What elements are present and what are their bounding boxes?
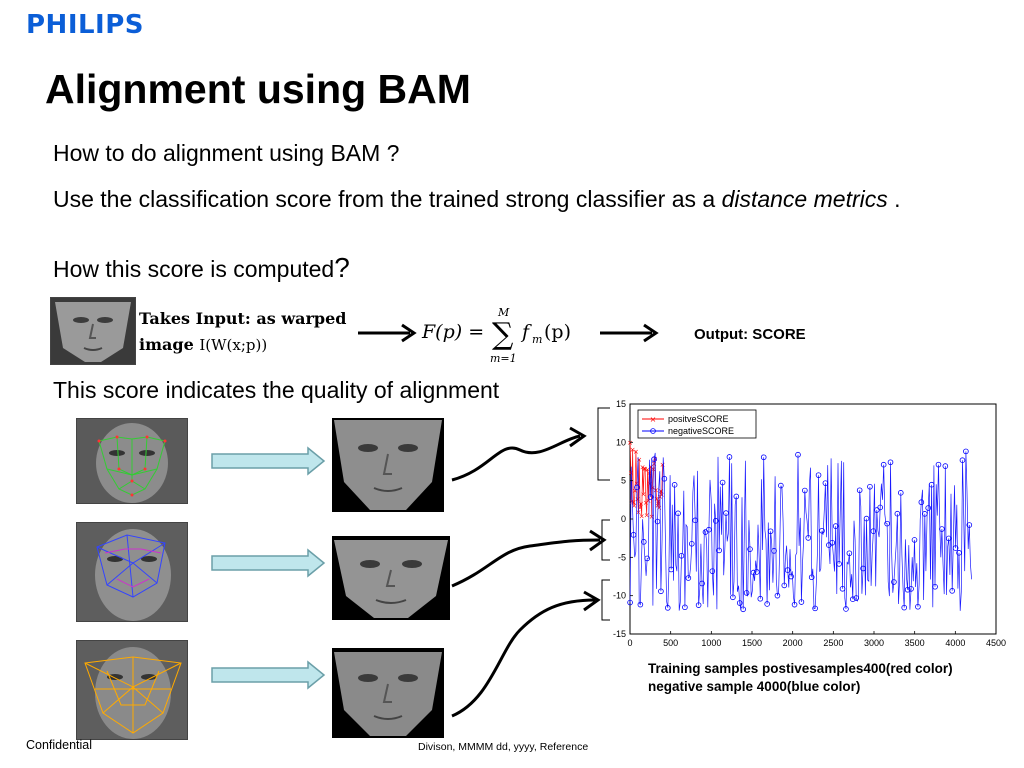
score-chart: ××××××××××××××××××××××××××××××××××××××××… bbox=[613, 399, 1006, 648]
y-tick-label: 5 bbox=[621, 476, 626, 486]
block-arrow-icon bbox=[211, 548, 326, 578]
data-point: × bbox=[649, 513, 655, 521]
formula-lhs: F(p) = bbox=[421, 321, 484, 343]
how-text: How this score is computed bbox=[53, 256, 335, 282]
x-tick-label: 1500 bbox=[742, 638, 762, 648]
warped-face-2 bbox=[332, 536, 450, 620]
data-point: × bbox=[639, 512, 645, 520]
warped-face-1 bbox=[332, 418, 444, 512]
how-question-mark: ? bbox=[334, 252, 350, 283]
y-tick-label: -15 bbox=[613, 629, 626, 639]
x-tick-label: 0 bbox=[627, 638, 632, 648]
series-negativeSCORE bbox=[627, 448, 973, 613]
philips-logo: PHILIPS bbox=[26, 10, 145, 40]
warped-face-3 bbox=[332, 648, 444, 738]
score-formula: F(p) = M ∑ m=1 f m (p) bbox=[421, 306, 571, 365]
warped-face-image bbox=[50, 297, 136, 365]
footer-reference: Divison, MMMM dd, yyyy, Reference bbox=[418, 741, 589, 753]
face-with-orange-mesh bbox=[76, 640, 188, 740]
footer-confidential: Confidential bbox=[26, 738, 93, 752]
quality-text: This score indicates the quality of alig… bbox=[53, 377, 500, 403]
y-tick-label: 15 bbox=[616, 399, 626, 409]
answer-suffix: . bbox=[887, 186, 901, 212]
data-point: × bbox=[644, 511, 650, 519]
data-point: × bbox=[631, 502, 637, 510]
x-tick-label: 3000 bbox=[864, 638, 884, 648]
output-label: Output: SCORE bbox=[694, 326, 806, 343]
formula-sum-upper: M bbox=[497, 306, 510, 319]
answer-emphasis: distance metrics bbox=[721, 186, 888, 212]
x-tick-label: 500 bbox=[663, 638, 678, 648]
input-label-line1: Takes Input: as warped bbox=[139, 309, 347, 328]
data-point: × bbox=[659, 491, 665, 499]
answer-paragraph: Use the classification score from the tr… bbox=[53, 184, 1003, 214]
legend-marker bbox=[650, 428, 656, 434]
legend-box bbox=[637, 409, 757, 439]
legend-marker: × bbox=[650, 415, 657, 424]
input-label-line2: image bbox=[139, 335, 194, 354]
arrow-right-icon bbox=[358, 323, 417, 343]
data-point: × bbox=[645, 497, 651, 505]
y-tick-label: -5 bbox=[618, 552, 626, 562]
chart-plot-area bbox=[629, 403, 997, 635]
input-description: Takes Input: as warped image I(W(x;p)) bbox=[139, 306, 346, 358]
series-line bbox=[629, 451, 972, 611]
chart-series: ×××××××××××××××××××××××××××××××××××××××× bbox=[627, 439, 973, 613]
face-with-blue-mesh bbox=[76, 522, 188, 622]
x-tick-label: 3500 bbox=[905, 638, 925, 648]
y-tick-label: -10 bbox=[613, 591, 626, 601]
data-point: × bbox=[637, 504, 643, 512]
chart-frame bbox=[629, 403, 997, 635]
series-line bbox=[629, 441, 663, 517]
curved-connector-arrows bbox=[451, 407, 610, 718]
block-arrow-icon bbox=[211, 660, 326, 690]
x-tick-label: 4500 bbox=[986, 638, 1006, 648]
data-point: × bbox=[655, 502, 661, 510]
arrow-right-icon bbox=[600, 323, 659, 343]
input-math: I(W(x;p)) bbox=[199, 336, 268, 354]
chart-legend: × positveSCORE negativeSCORE bbox=[637, 409, 757, 439]
formula-sum-lower: m=1 bbox=[490, 352, 517, 365]
chart-caption: Training samples postivesamples400(red c… bbox=[648, 661, 953, 694]
formula-term-arg: (p) bbox=[544, 321, 571, 343]
y-tick-label: 0 bbox=[621, 514, 626, 524]
x-tick-label: 1000 bbox=[701, 638, 721, 648]
formula-term-sub: m bbox=[532, 333, 542, 346]
answer-prefix: Use the classification score from the tr… bbox=[53, 186, 722, 212]
legend-label: negativeSCORE bbox=[668, 426, 734, 436]
x-tick-label: 2000 bbox=[783, 638, 803, 648]
legend-label: positveSCORE bbox=[668, 414, 729, 424]
slide-title: Alignment using BAM bbox=[45, 66, 471, 112]
chart-axes: 0 500 1000 1500 2000 2500 3000 3500 4000 4500 15 10… bbox=[613, 399, 1006, 648]
formula-term: f bbox=[520, 321, 532, 343]
data-point: × bbox=[656, 504, 662, 512]
x-tick-label: 4000 bbox=[945, 638, 965, 648]
sigma-icon: ∑ bbox=[492, 317, 514, 352]
how-computed-text: How this score is computed? bbox=[53, 253, 350, 284]
x-tick-label: 2500 bbox=[823, 638, 843, 648]
data-point: × bbox=[640, 490, 646, 498]
face-with-green-mesh bbox=[76, 418, 188, 504]
data-point: × bbox=[629, 498, 635, 506]
y-tick-label: 10 bbox=[616, 437, 626, 447]
block-arrow-icon bbox=[211, 446, 326, 476]
question-text: How to do alignment using BAM ? bbox=[53, 140, 400, 166]
